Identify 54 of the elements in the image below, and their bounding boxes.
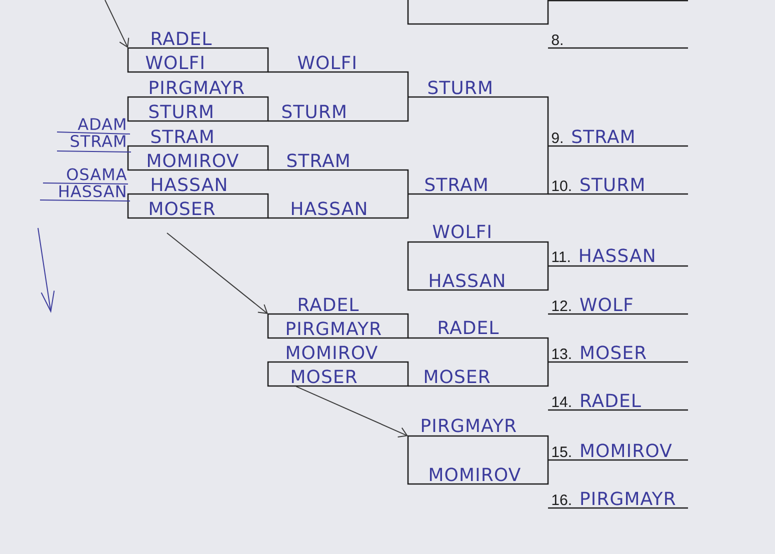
bracket-box bbox=[127, 32, 269, 73]
player-name: STURM bbox=[149, 104, 212, 118]
player-name: RADEL bbox=[438, 320, 499, 334]
player-name: MOMIROV bbox=[148, 154, 238, 168]
arrow bbox=[104, 0, 130, 48]
player-name: STRAM bbox=[287, 154, 349, 168]
name-note: ADAM STRAM bbox=[56, 118, 132, 152]
bracket-box bbox=[408, 80, 549, 195]
player-name: RADEL bbox=[298, 298, 359, 311]
place-number: 8. bbox=[552, 34, 562, 46]
place-number: 16. bbox=[552, 494, 571, 506]
player-name: MOMIROV bbox=[430, 468, 521, 482]
player-name: HASSAN bbox=[430, 274, 504, 288]
player-name: WOLFI bbox=[146, 56, 204, 70]
player-name: PIRGMAYR bbox=[286, 322, 382, 336]
player-name: PIRGMAYR bbox=[581, 492, 676, 506]
player-name: STRAM bbox=[572, 130, 634, 144]
player-name: WOLFI bbox=[298, 56, 356, 70]
bracket-box bbox=[268, 154, 409, 219]
player-name: RADEL bbox=[152, 32, 212, 45]
player-name: MOSER bbox=[292, 370, 357, 384]
player-name: HASSAN bbox=[580, 248, 654, 262]
player-name: MOSER bbox=[581, 346, 646, 360]
bracket-box bbox=[267, 346, 409, 387]
place-number: 14. bbox=[552, 396, 571, 407]
player-name: WOLF bbox=[580, 298, 632, 312]
player-name: STURM bbox=[428, 80, 492, 94]
bracket-box bbox=[408, 320, 549, 387]
bracket-box bbox=[127, 80, 269, 122]
name-note: OSAMA HASSAN bbox=[40, 168, 130, 202]
player-name: STRAM bbox=[151, 130, 213, 144]
player-name: MOSER bbox=[424, 370, 490, 384]
bracket-box bbox=[127, 178, 269, 219]
player-name: HASSAN bbox=[292, 202, 366, 216]
bracket-box bbox=[268, 56, 409, 122]
bracket-box bbox=[407, 418, 549, 485]
bracket-box bbox=[267, 298, 409, 339]
player-name: STURM bbox=[282, 104, 346, 118]
bracket-box bbox=[407, 0, 549, 25]
player-name: PIRGMAYR bbox=[422, 418, 516, 432]
arrow bbox=[166, 232, 268, 314]
player-name: MOMIROV bbox=[581, 444, 672, 458]
arrow bbox=[296, 386, 408, 438]
player-name: HASSAN bbox=[152, 178, 226, 192]
player-name: RADEL bbox=[581, 394, 641, 407]
bracket-box bbox=[407, 224, 549, 291]
bracket-box bbox=[127, 130, 269, 171]
player-name: MOSER bbox=[150, 202, 215, 216]
player-name: STURM bbox=[580, 178, 644, 192]
player-name: MOMIROV bbox=[286, 346, 378, 360]
player-name: PIRGMAYR bbox=[150, 80, 244, 94]
place-number: 12. bbox=[552, 300, 571, 311]
player-name: WOLFI bbox=[432, 224, 490, 238]
player-name: STRAM bbox=[425, 178, 487, 192]
